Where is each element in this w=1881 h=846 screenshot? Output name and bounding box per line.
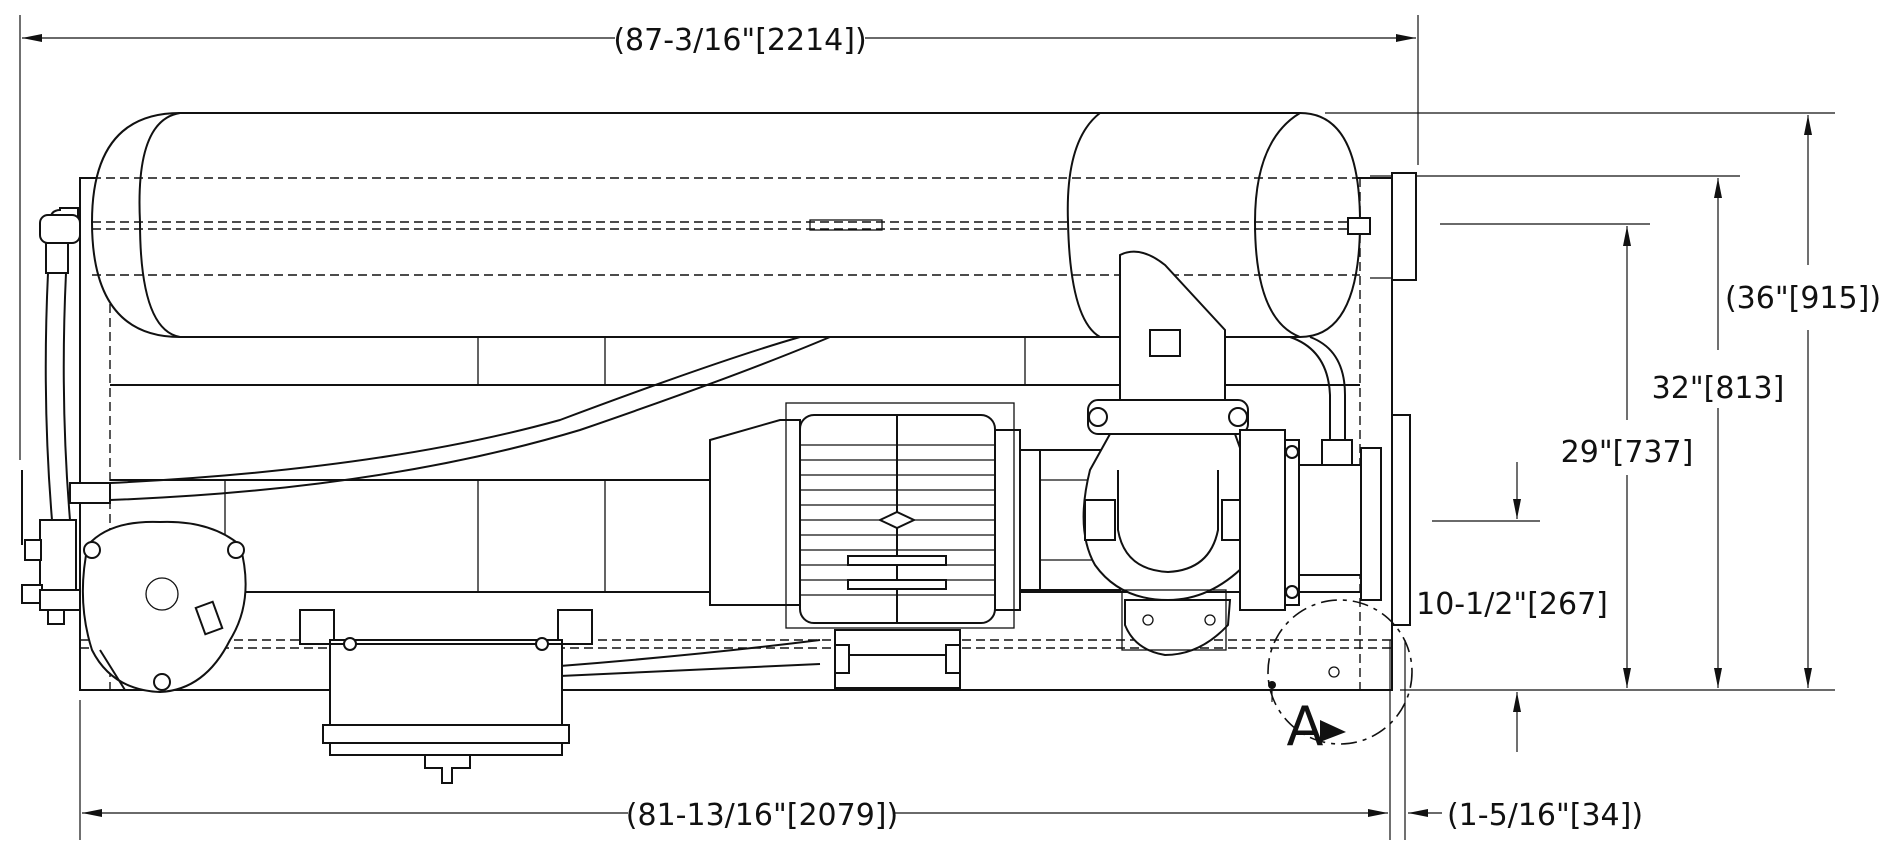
left-piping <box>21 207 111 625</box>
membrane-vessel <box>90 112 1417 338</box>
dimension-height-32: 32"[813] <box>1395 175 1785 688</box>
dimension-height-10: 10-1/2"[267] <box>1416 462 1608 752</box>
dimension-height-29: 29"[737] <box>1440 223 1694 688</box>
dim-overall-length-text: (87-3/16"[2214]) <box>613 23 866 58</box>
dim-offset-right-text: (1-5/16"[34]) <box>1447 798 1643 833</box>
dim-height-29-text: 29"[737] <box>1561 435 1694 470</box>
dim-height-32-text: 32"[813] <box>1652 371 1785 406</box>
cartridge-filter-bottom <box>299 609 593 784</box>
dim-overall-height-text: (36"[915]) <box>1725 281 1881 316</box>
motor <box>709 402 1121 689</box>
dimension-overall-height: (36"[915]) <box>1325 112 1881 691</box>
pump <box>1082 250 1411 657</box>
filter-housing-left <box>81 520 247 694</box>
dim-frame-length-text: (81-13/16"[2079]) <box>626 798 898 833</box>
dimension-overall-length: (87-3/16"[2214]) <box>19 15 1419 460</box>
dimension-frame-length: (81-13/16"[2079]) <box>79 640 1391 840</box>
dimension-offset-right: (1-5/16"[34]) <box>1404 640 1643 840</box>
detail-callout-a: A <box>1267 599 1413 758</box>
detail-label-a: A <box>1287 695 1324 758</box>
dim-height-10-text: 10-1/2"[267] <box>1416 587 1608 622</box>
